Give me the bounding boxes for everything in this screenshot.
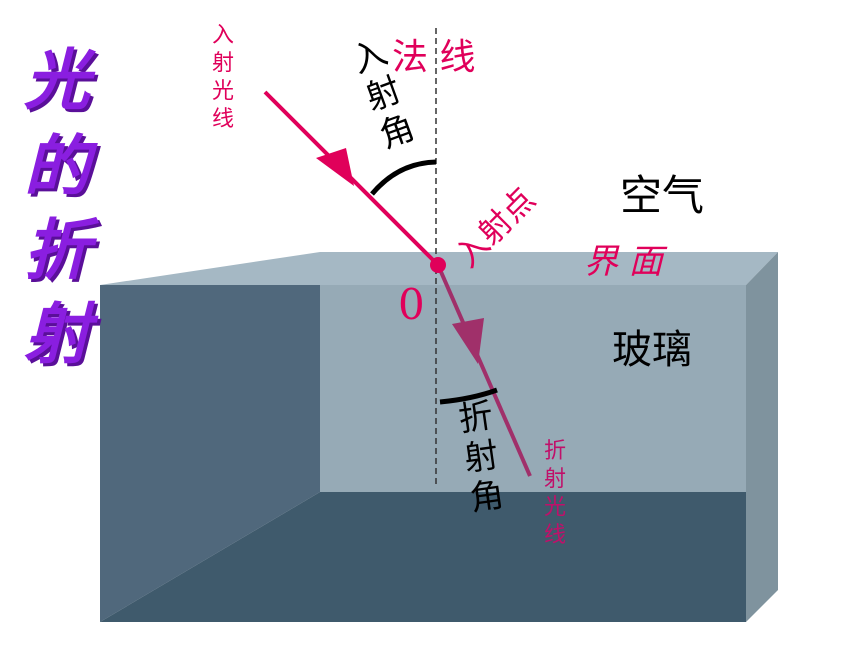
- glass-right-face: [746, 252, 778, 622]
- incident-point-dot: [430, 257, 446, 273]
- incident-angle-arc: [370, 159, 437, 196]
- incident-point-o-label: 0: [398, 280, 425, 329]
- refraction-angle-arc: [439, 387, 498, 405]
- refracted-ray-label: 折射光线: [543, 439, 566, 548]
- refracted-ray-arrow: [452, 318, 484, 364]
- title-char: 光: [24, 42, 90, 119]
- glass-back-face: [320, 285, 746, 492]
- title-char: 射: [24, 296, 90, 373]
- interface-label: 界 面: [584, 242, 663, 282]
- normal-label: 法 线: [392, 37, 476, 78]
- refracted-ray: [436, 264, 532, 477]
- title-char: 折: [24, 212, 90, 289]
- incident-ray-label: 入射光线: [211, 23, 234, 132]
- incident-ray-arrow: [316, 148, 354, 186]
- glass-bottom-face: [100, 492, 746, 622]
- glass-left-face: [100, 285, 320, 622]
- air-label: 空气: [620, 171, 705, 220]
- title-char: 的: [24, 128, 90, 205]
- glass-label: 玻璃: [612, 327, 692, 373]
